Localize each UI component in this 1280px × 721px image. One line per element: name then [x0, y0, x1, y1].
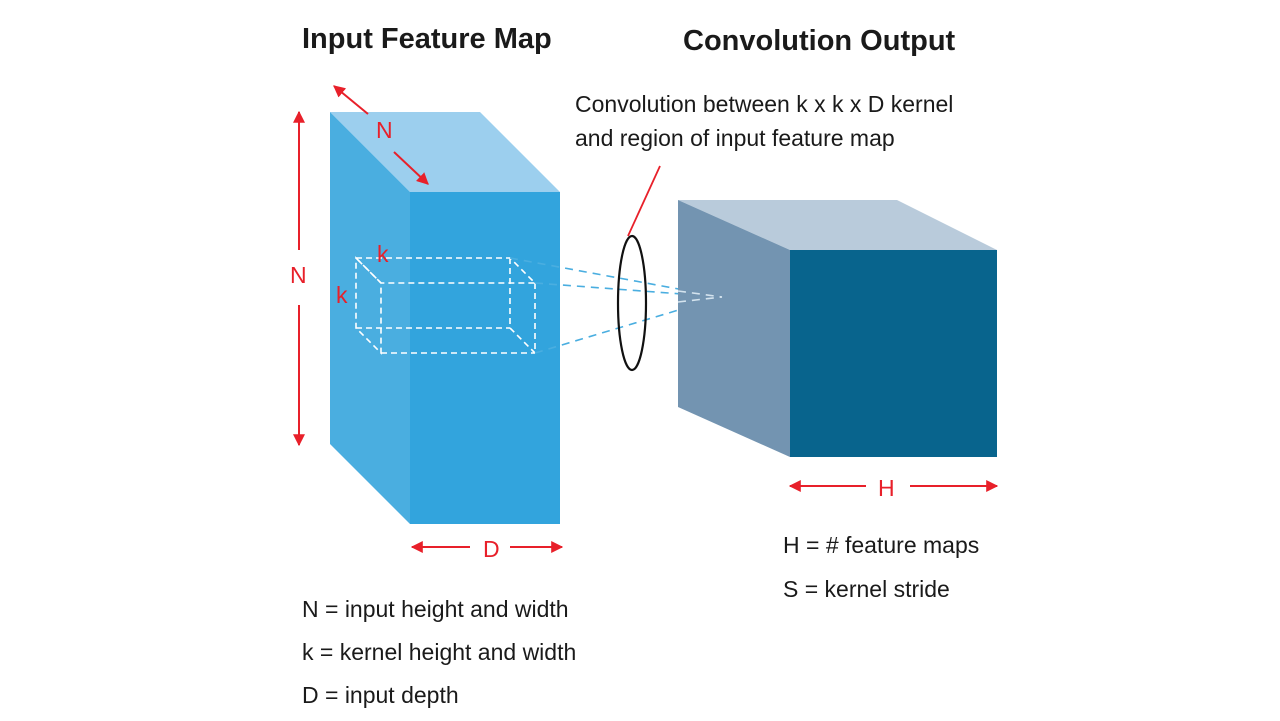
output-width-label: H — [878, 475, 895, 501]
output-title: Convolution Output — [683, 25, 956, 57]
input-depth-label: D — [483, 536, 500, 562]
legend-right-0: H = # feature maps — [783, 532, 979, 558]
kernel-region — [354, 256, 537, 355]
input-block-side — [330, 112, 410, 524]
output-block-top — [678, 200, 997, 250]
legend-left-2: D = input depth — [302, 682, 459, 708]
input-block-front — [410, 192, 560, 524]
annotation-line-1: Convolution between k x k x D kernel — [575, 91, 953, 117]
input-block-top — [330, 112, 560, 192]
input-title: Input Feature Map — [302, 23, 552, 55]
input-block — [330, 112, 560, 524]
kernel-k-top-label: k — [377, 241, 389, 267]
kernel-k-left-label: k — [336, 282, 348, 308]
annotation-leader — [627, 165, 661, 237]
legend-left-0: N = input height and width — [302, 596, 569, 622]
depth-n-label: N — [376, 117, 393, 143]
legend-right-1: S = kernel stride — [783, 576, 950, 602]
annotation-line-2: and region of input feature map — [575, 125, 895, 151]
depth-n-arrow — [333, 85, 429, 185]
convolution-ellipse — [616, 234, 648, 372]
output-block-side — [678, 200, 790, 457]
output-block-front — [790, 250, 997, 457]
legend-left-1: k = kernel height and width — [302, 639, 576, 665]
output-block — [677, 200, 997, 457]
height-n-label: N — [290, 262, 307, 288]
output-projection-lines — [677, 290, 723, 303]
